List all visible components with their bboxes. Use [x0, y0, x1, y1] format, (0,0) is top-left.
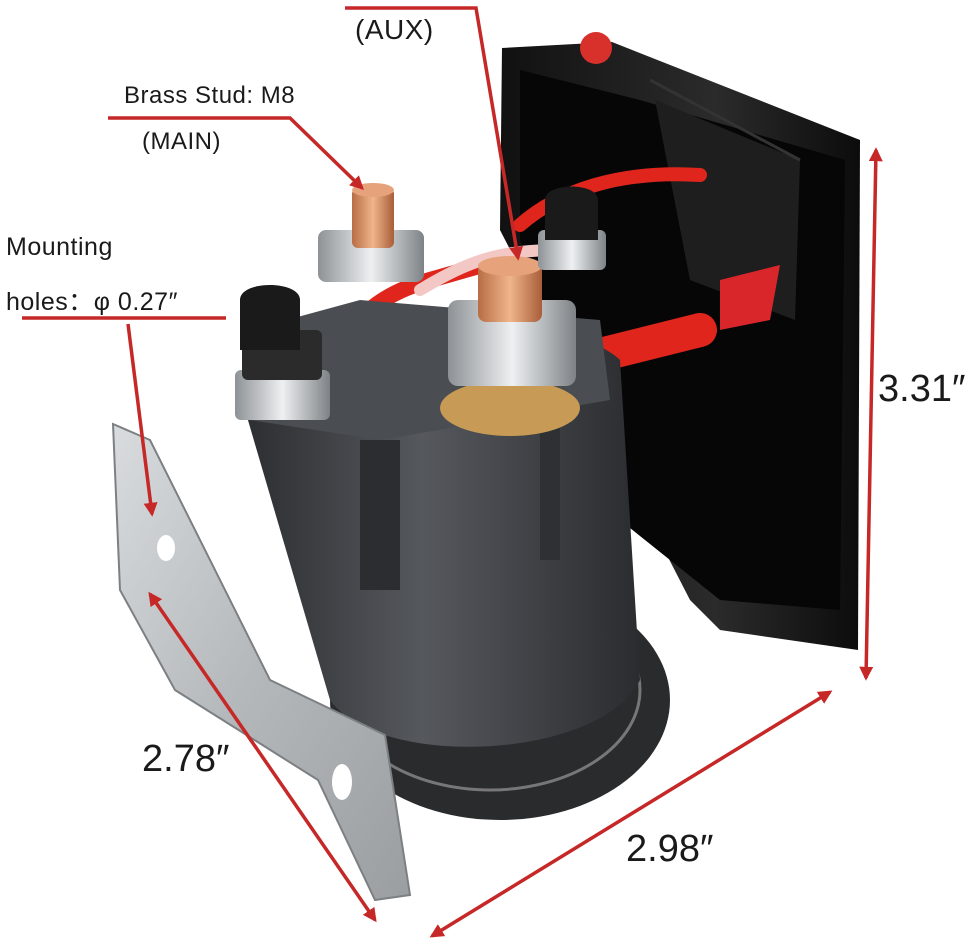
small-terminal-left: [235, 285, 330, 420]
aux-leader-arrow: [345, 6, 524, 261]
brass-stud-main: [318, 183, 424, 282]
stud-leader-arrow: [108, 116, 365, 190]
mounting-hole: [157, 535, 175, 561]
mounting-holes-label: holes：φ 0.27″: [6, 288, 178, 316]
mount-leader-arrow: [126, 323, 158, 517]
height-dimension-label: 3.31″: [878, 368, 966, 410]
main-label: (MAIN): [142, 128, 221, 155]
height-dimension-arrow: [859, 147, 883, 681]
width-dimension-label: 2.98″: [626, 828, 714, 870]
aux-label: (AUX): [355, 14, 434, 45]
depth-dimension-label: 2.78″: [142, 738, 230, 780]
mounting-label: Mounting: [6, 233, 113, 261]
stud-spec-label: Brass Stud: M8: [124, 82, 296, 109]
depth-dimension-arrow: [148, 591, 377, 923]
mounting-hole: [332, 764, 352, 800]
annotations: [22, 6, 883, 938]
brass-stud-aux: [440, 256, 580, 436]
small-terminal-right: [538, 186, 606, 270]
indicator-led: [580, 32, 612, 64]
width-dimension-arrow: [429, 690, 833, 938]
